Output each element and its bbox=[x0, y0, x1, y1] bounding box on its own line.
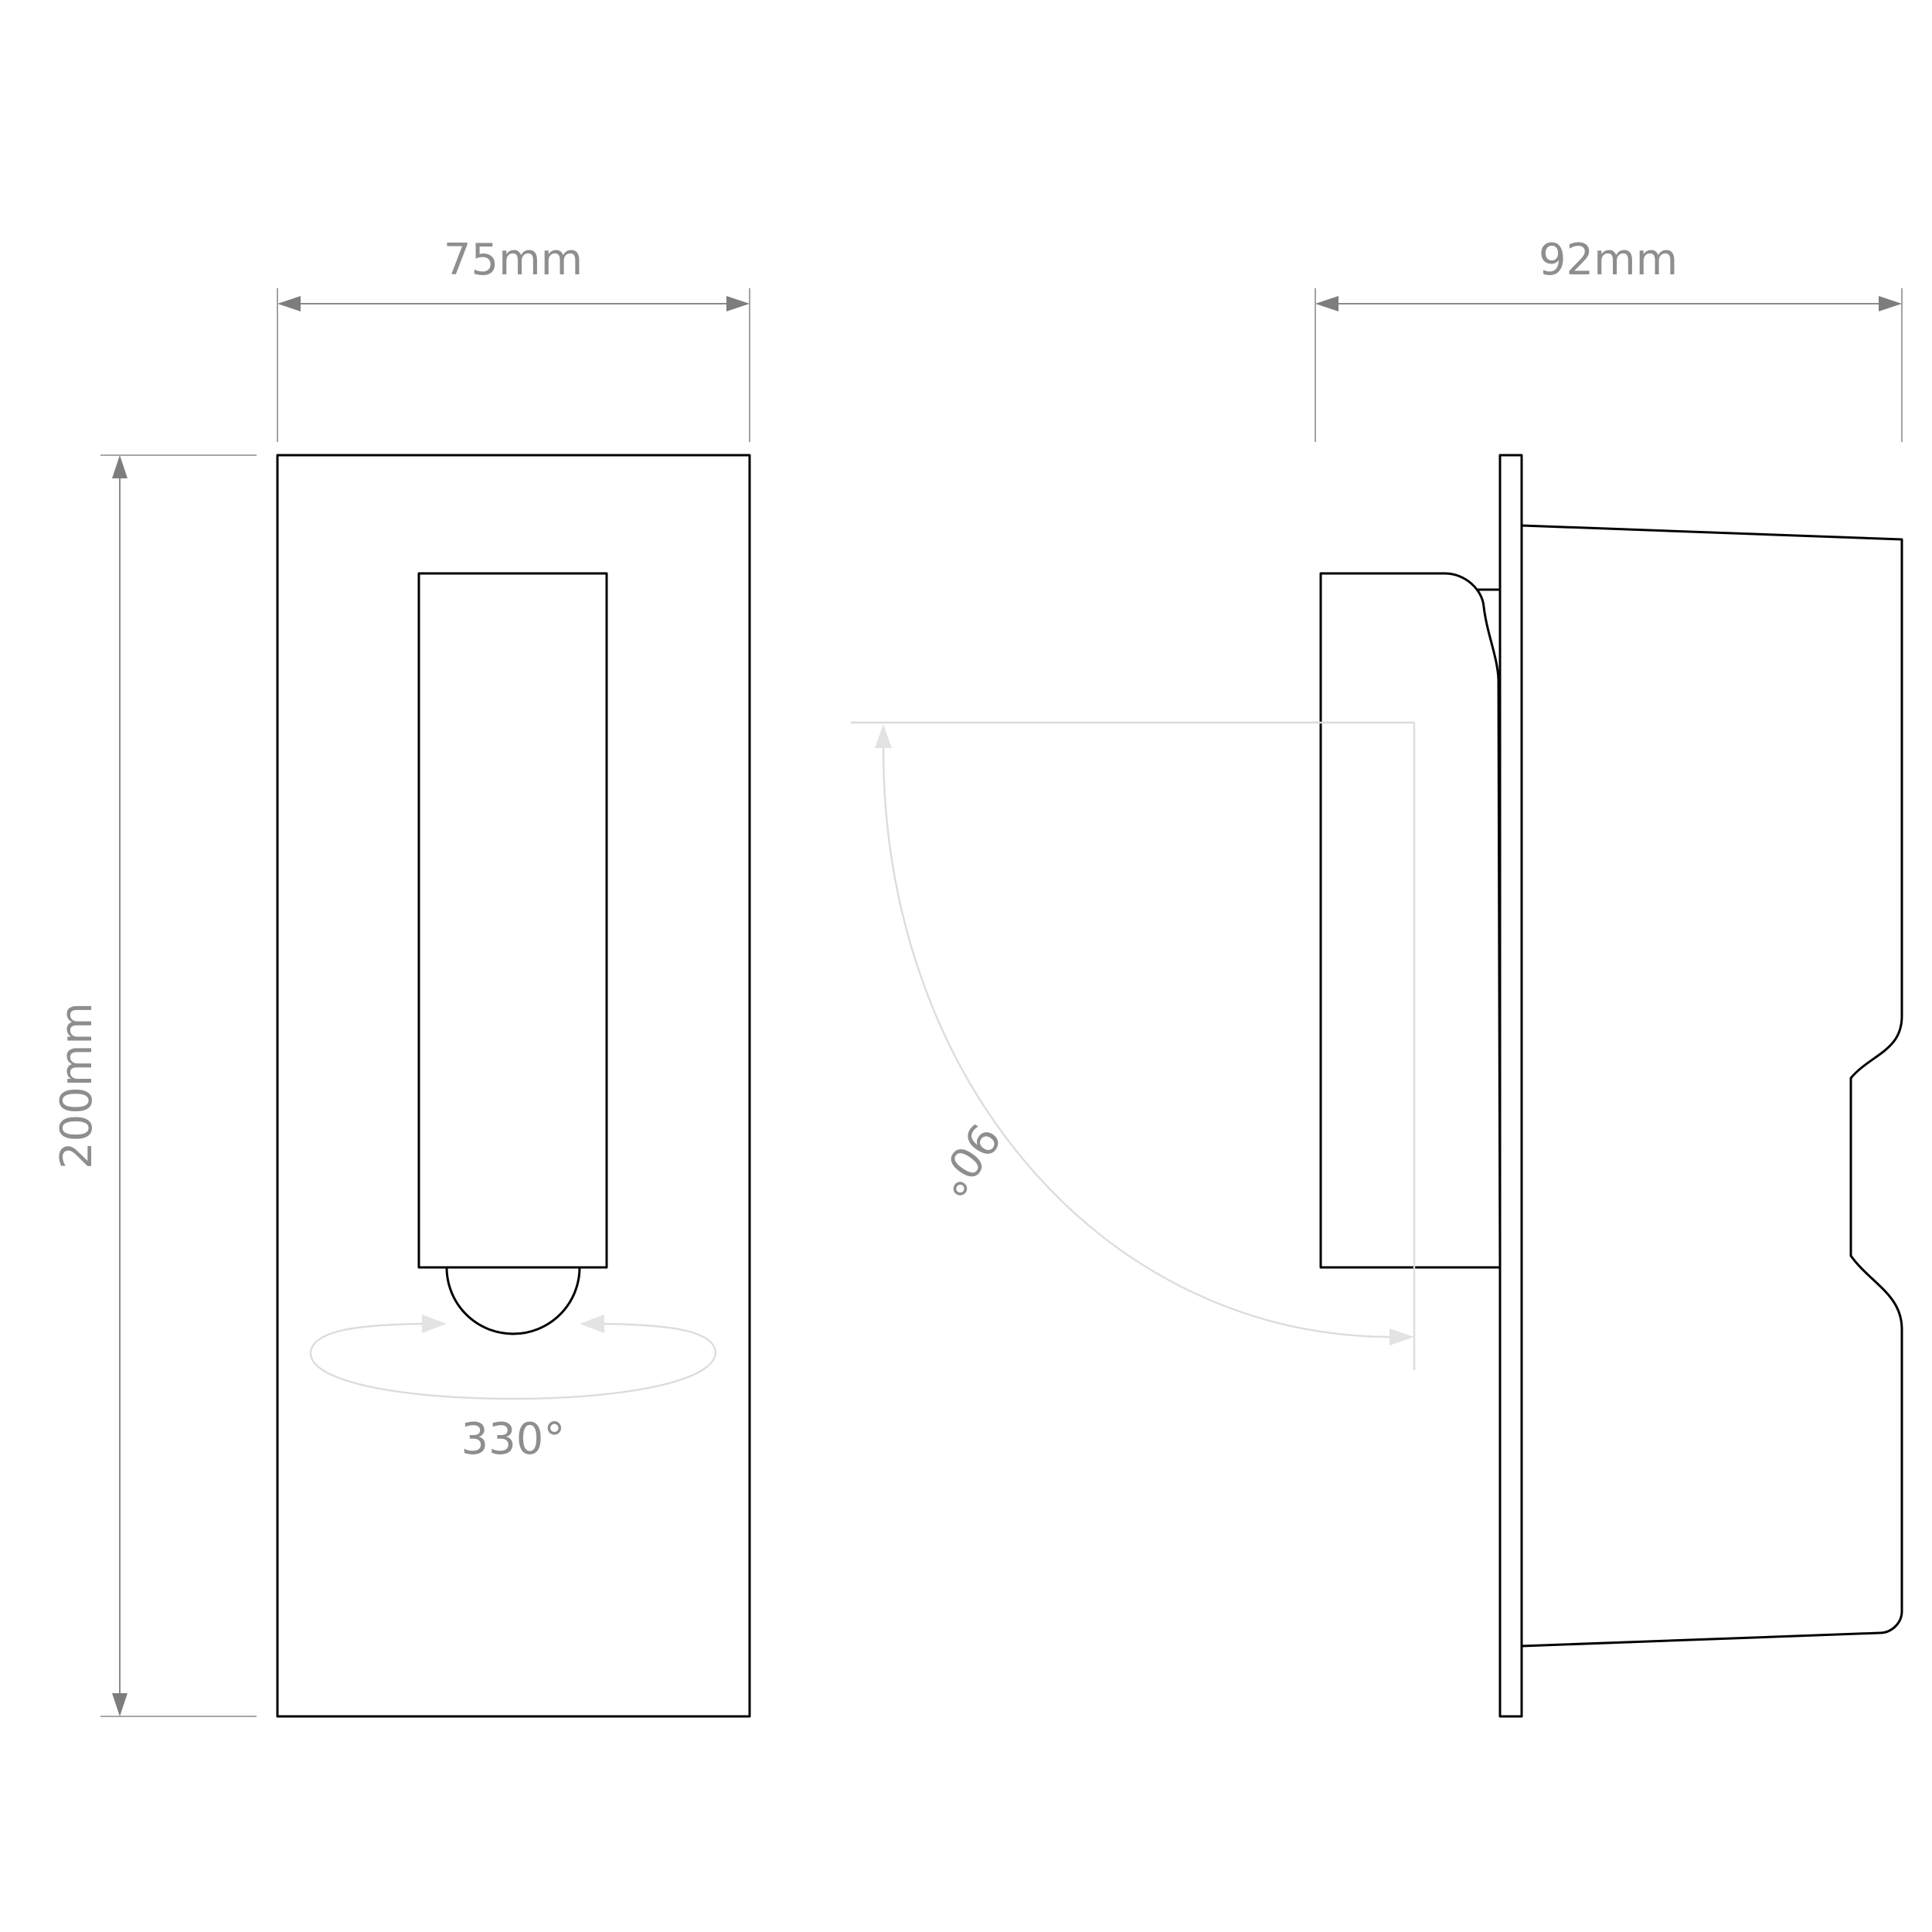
tilt-angle-label: 90° bbox=[924, 1114, 1009, 1206]
front-lamp-head bbox=[417, 572, 608, 1269]
depth-arrow-right bbox=[1879, 296, 1902, 311]
tilt-rotation-indicator: 90° bbox=[851, 721, 1416, 1370]
width-label: 75mm bbox=[444, 235, 583, 285]
height-arrow-top bbox=[112, 455, 128, 478]
swivel-arrow-right bbox=[580, 1315, 604, 1333]
front-swivel-knuckle bbox=[445, 1267, 581, 1335]
width-dimension: 75mm bbox=[277, 235, 750, 442]
depth-arrow-left bbox=[1315, 296, 1338, 311]
height-dimension: 200mm bbox=[52, 454, 257, 1717]
width-arrow-right bbox=[726, 296, 750, 311]
tilt-arc bbox=[882, 747, 1390, 1338]
height-arrow-bottom bbox=[112, 1693, 128, 1716]
side-view bbox=[1319, 454, 1903, 1718]
width-arrow-left bbox=[277, 296, 301, 311]
front-backplate bbox=[276, 454, 751, 1718]
swivel-angle-label: 330° bbox=[461, 1414, 566, 1464]
tilt-arrow-bottom bbox=[1389, 1328, 1414, 1345]
swivel-rotation-indicator: 330° bbox=[309, 1315, 717, 1464]
height-label: 200mm bbox=[52, 1002, 102, 1169]
front-view bbox=[276, 454, 751, 1718]
tilt-arrow-top bbox=[875, 724, 892, 748]
swivel-arrow-left bbox=[422, 1315, 447, 1333]
swivel-arc bbox=[309, 1322, 717, 1400]
depth-label: 92mm bbox=[1539, 235, 1678, 285]
side-lamp-head bbox=[1319, 572, 1502, 1269]
side-backplate bbox=[1498, 454, 1523, 1718]
side-wall-box bbox=[1521, 524, 1903, 1648]
depth-dimension: 92mm bbox=[1315, 235, 1903, 442]
